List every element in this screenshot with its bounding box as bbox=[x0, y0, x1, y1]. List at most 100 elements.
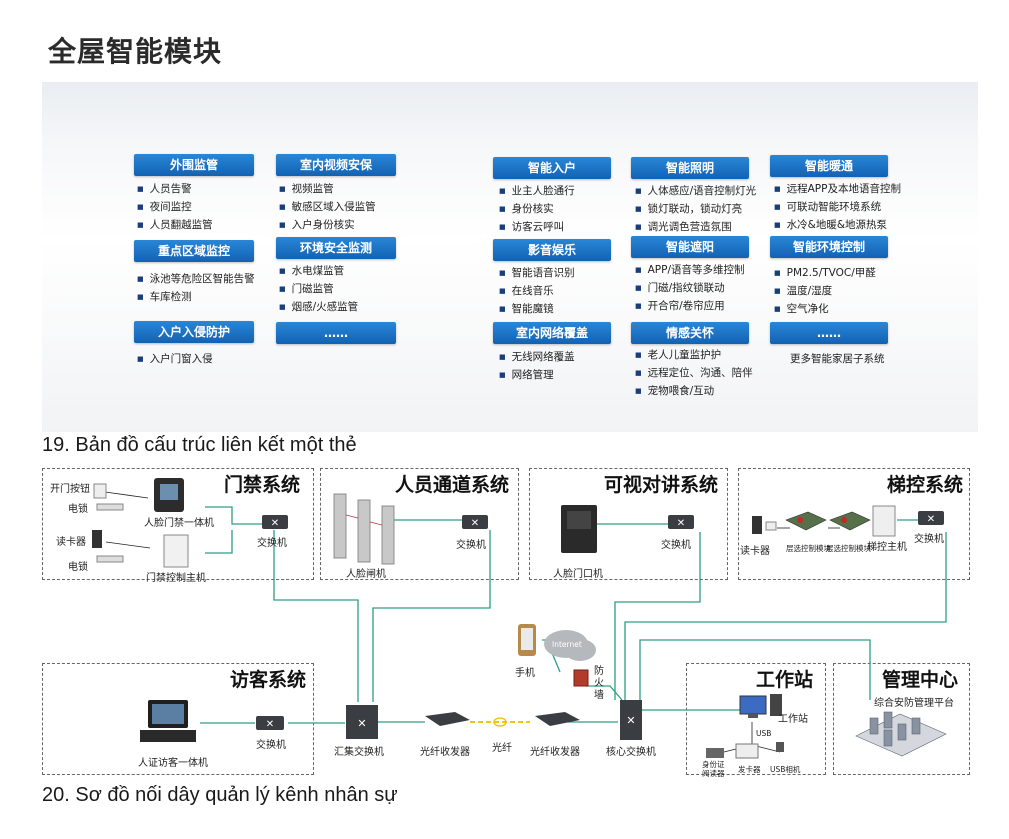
fiber-label: 光纤 bbox=[492, 743, 512, 754]
elevator-reader-label: 读卡器 bbox=[740, 546, 770, 557]
aggregation-switch-label: 汇集交换机 bbox=[334, 747, 384, 758]
group-header-zhaoming: 智能照明 bbox=[631, 157, 749, 179]
floor-module-label: 层选控制模块 bbox=[786, 544, 831, 553]
visitor-terminal-label: 人证访客一体机 bbox=[138, 758, 208, 769]
group-items-zheyang: APP/语音等多维控制 门磁/指纹锁联动 开合帘/卷帘应用 bbox=[635, 261, 745, 315]
id-reader-label: 身份证阅读器 bbox=[702, 760, 725, 778]
group-items-zhaoming: 人体感应/语音控制灯光 锁灯联动，锁动灯亮 调光调色营造氛围 bbox=[635, 182, 757, 236]
list-item: 业主人脸通行 bbox=[499, 182, 575, 200]
visitor-terminal-icon bbox=[140, 700, 196, 742]
group-items-shinei: 视频监管 敏感区域入侵监管 入户身份核实 bbox=[279, 180, 376, 234]
management-center-title: 管理中心 bbox=[882, 669, 959, 691]
personnel-channel-title: 人员通道系统 bbox=[395, 474, 510, 496]
group-header-zheyang: 智能遮阳 bbox=[631, 236, 749, 258]
list-item: 敏感区域入侵监管 bbox=[279, 198, 376, 216]
list-item: 访客云呼叫 bbox=[499, 218, 575, 236]
list-item: 门磁监管 bbox=[279, 280, 358, 298]
floor-module-icon-2 bbox=[829, 511, 871, 531]
group-items-nuantong: 远程APP及本地语音控制 可联动智能环境系统 水冷&地暖&地源热泵 bbox=[774, 180, 901, 234]
list-item: 在线音乐 bbox=[499, 282, 575, 300]
video-intercom-title: 可视对讲系统 bbox=[604, 474, 719, 496]
group-header-shinei: 室内视频安保 bbox=[276, 154, 396, 176]
list-item: 空气净化 bbox=[774, 300, 876, 318]
group-items-rukou: 业主人脸通行 身份核实 访客云呼叫 bbox=[499, 182, 575, 236]
switch-label: 交换机 bbox=[661, 540, 691, 551]
caption-figure-20: 20. Sơ đồ nối dây quản lý kênh nhân sự bbox=[42, 784, 398, 806]
id-reader-icon bbox=[706, 748, 724, 758]
list-item: 宠物喂食/互动 bbox=[635, 382, 753, 400]
svg-text:✕: ✕ bbox=[677, 518, 685, 529]
group-items-waiwei: 人员告警 夜间监控 人员翻越监管 bbox=[137, 180, 213, 234]
usb-camera-label: USB相机 bbox=[770, 765, 801, 774]
list-item: 入户门窗入侵 bbox=[137, 350, 213, 368]
list-item: 无线网络覆盖 bbox=[499, 348, 575, 366]
group-header-more-right: …… bbox=[770, 322, 888, 344]
group-items-qinggan: 老人儿童监护护 远程定位、沟通、陪伴 宠物喂食/互动 bbox=[635, 346, 753, 400]
list-item: 水冷&地暖&地源热泵 bbox=[774, 216, 901, 234]
workstation-title: 工作站 bbox=[756, 669, 814, 691]
list-item: 人员翻越监管 bbox=[137, 216, 213, 234]
list-item: 智能魔镜 bbox=[499, 300, 575, 318]
list-item: PM2.5/TVOC/甲醛 bbox=[774, 264, 876, 282]
core-switch-icon bbox=[620, 700, 642, 740]
card-issuer-icon bbox=[735, 743, 759, 759]
caption-figure-19: 19. Bản đồ cấu trúc liên kết một thẻ bbox=[42, 434, 357, 456]
workstation-pc-label: 工作站 bbox=[778, 714, 808, 725]
list-item: 人员告警 bbox=[137, 180, 213, 198]
group-header-more-left: …… bbox=[276, 322, 396, 344]
fiber-transceiver-icon bbox=[425, 712, 470, 726]
group-header-qinggan: 情感关怀 bbox=[631, 322, 749, 344]
list-item: 视频监管 bbox=[279, 180, 376, 198]
list-item: APP/语音等多维控制 bbox=[635, 261, 745, 279]
face-gate-icon bbox=[333, 493, 395, 565]
firewall-label: 防火墙 bbox=[594, 666, 604, 701]
group-items-zhongdian: 泳池等危险区智能告警 车库检测 bbox=[137, 270, 255, 306]
workstation-tower-icon bbox=[770, 694, 782, 716]
svg-text:✕: ✕ bbox=[927, 514, 935, 525]
list-item: 可联动智能环境系统 bbox=[774, 198, 901, 216]
svg-text:✕: ✕ bbox=[626, 714, 635, 727]
usb-camera-icon bbox=[776, 742, 784, 752]
fiber-transceiver-label-2: 光纤收发器 bbox=[530, 747, 580, 758]
svg-text:✕: ✕ bbox=[271, 518, 279, 529]
card-issuer-label: 发卡器 bbox=[738, 765, 761, 774]
face-gate-label: 人脸闸机 bbox=[346, 569, 386, 580]
visitor-system-title: 访客系统 bbox=[230, 669, 307, 691]
internet-label: Internet bbox=[552, 640, 582, 649]
svg-text:✕: ✕ bbox=[357, 717, 366, 730]
list-item: 开合帘/卷帘应用 bbox=[635, 297, 745, 315]
fiber-transceiver-icon-2 bbox=[535, 712, 580, 726]
list-item: 远程定位、沟通、陪伴 bbox=[635, 364, 753, 382]
elevator-host-icon bbox=[872, 505, 896, 537]
usb-label: USB bbox=[756, 729, 772, 738]
card-reader-icon bbox=[92, 530, 102, 548]
list-item: 远程APP及本地语音控制 bbox=[774, 180, 901, 198]
group-header-wangluo: 室内网络覆盖 bbox=[493, 322, 611, 344]
group-items-yingyin: 智能语音识别 在线音乐 智能魔镜 bbox=[499, 264, 575, 318]
list-item: 智能语音识别 bbox=[499, 264, 575, 282]
internet-cloud-icon bbox=[544, 630, 596, 661]
phone-label: 手机 bbox=[515, 668, 535, 679]
controller-host-icon bbox=[163, 534, 189, 568]
list-item: 夜间监控 bbox=[137, 198, 213, 216]
list-item: 泳池等危险区智能告警 bbox=[137, 270, 255, 288]
switch-icon: ✕ bbox=[262, 515, 288, 529]
access-control-title: 门禁系统 bbox=[224, 474, 301, 496]
server-rack-icon bbox=[855, 711, 947, 757]
group-items-ruhu: 入户门窗入侵 bbox=[137, 350, 213, 368]
list-item: 门磁/指纹锁联动 bbox=[635, 279, 745, 297]
electric-lock-label: 电锁 bbox=[68, 504, 88, 515]
list-item: 调光调色营造氛围 bbox=[635, 218, 756, 236]
list-item: 烟感/火感监管 bbox=[279, 298, 359, 316]
electric-lock-label-2: 电锁 bbox=[68, 562, 88, 573]
thin-device-cables bbox=[104, 491, 840, 753]
fiber-coil-icon bbox=[493, 717, 507, 727]
switch-label: 交换机 bbox=[256, 740, 286, 751]
group-header-ruhu: 入户入侵防护 bbox=[134, 321, 254, 343]
switch-label: 交换机 bbox=[257, 538, 287, 549]
network-cables bbox=[200, 506, 947, 724]
door-station-label: 人脸门口机 bbox=[553, 569, 603, 580]
fiber-transceiver-label: 光纤收发器 bbox=[420, 747, 470, 758]
group-header-rukou: 智能入户 bbox=[493, 157, 611, 179]
